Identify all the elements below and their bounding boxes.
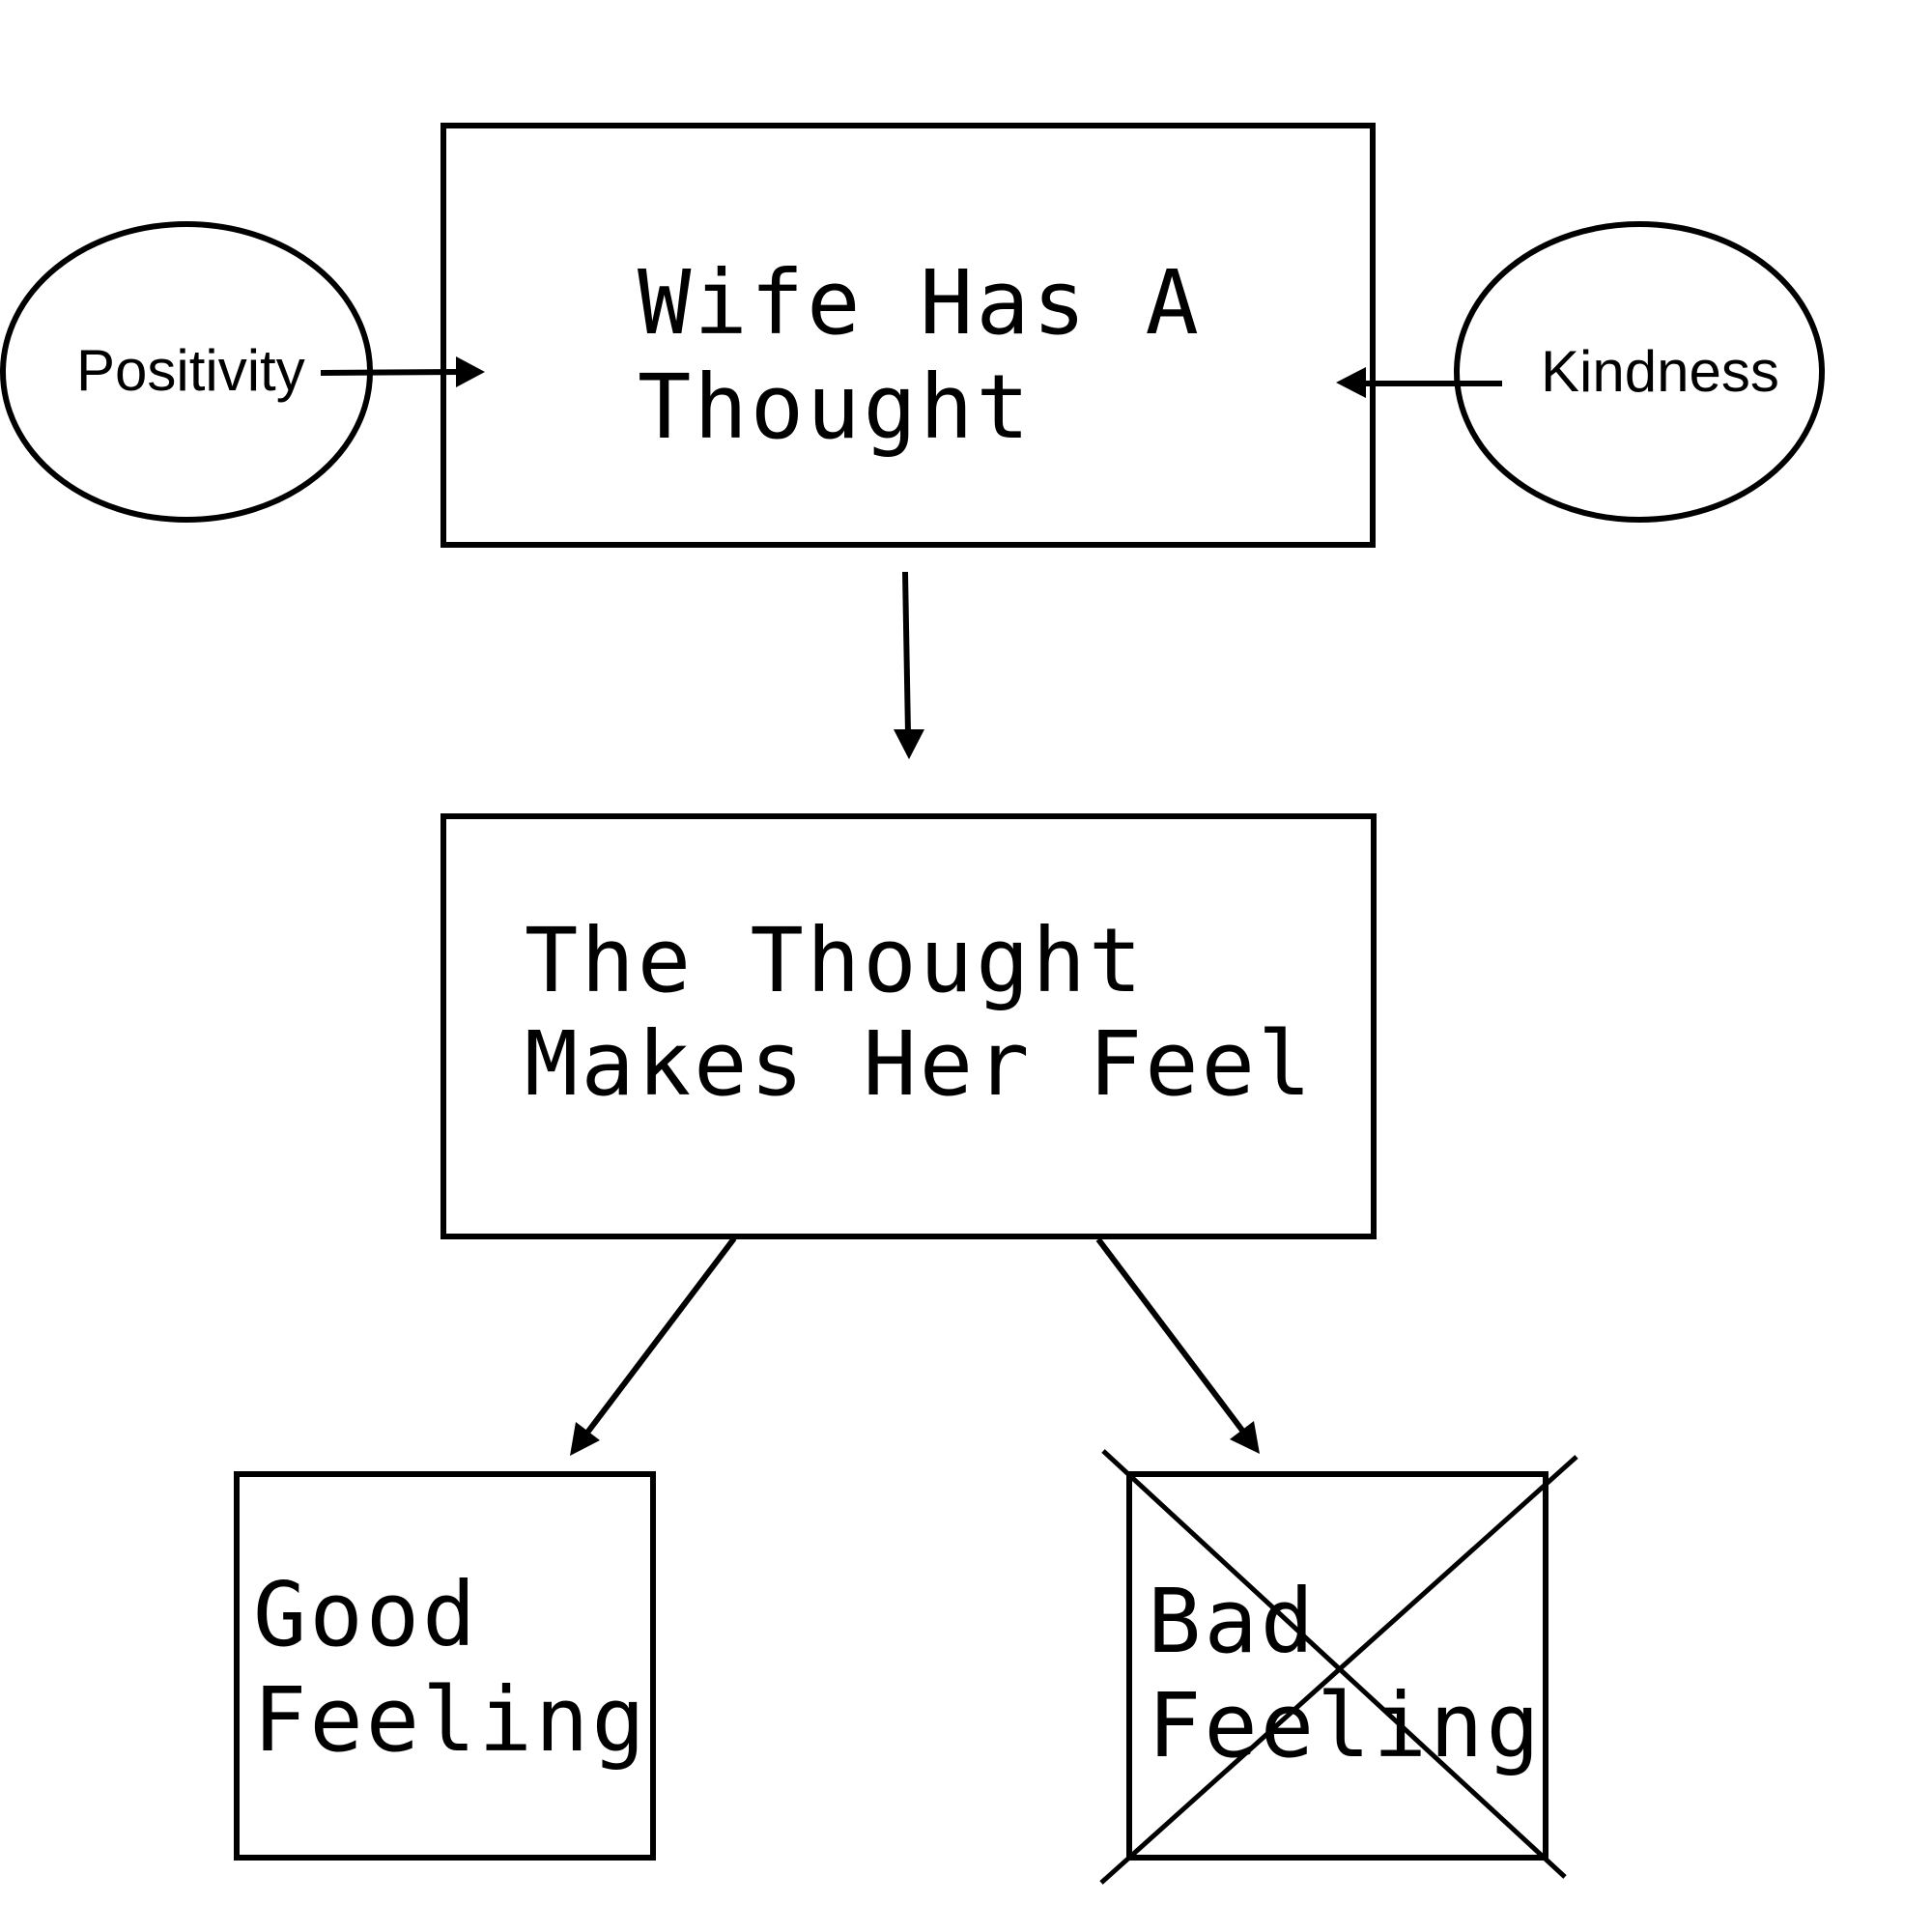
thought-node: Wife Has A Thought [440,123,1376,548]
cross-out-line-2 [1099,1455,1578,1885]
bad-feeling-label-line-2: Feeling [1148,1674,1543,1777]
arrow-shaft [320,369,460,376]
good-feeling-box [234,1471,656,1861]
thought-label-line-1: Wife Has A [638,251,1202,355]
kindness-node: Kindness [1454,221,1825,523]
arrowhead-icon [1230,1421,1260,1454]
thought-box [440,123,1376,548]
good-feeling-label-line-2: Feeling [253,1668,648,1772]
good-feeling-label-line-1: Good [253,1563,479,1666]
arrowhead-icon [570,1422,600,1456]
positivity-label: Positivity [76,338,305,403]
arrow-thought-to-feel [894,571,924,759]
arrowhead-icon [456,356,485,387]
arrow-shaft [902,571,911,735]
positivity-node: Positivity [0,221,373,523]
feel-label-line-1: The Thought [525,909,1145,1012]
feel-node: The Thought Makes Her Feel [440,813,1377,1239]
feel-label-line-2: Makes Her Feel [525,1012,1314,1116]
arrow-feel-to-good [570,1236,737,1456]
bad-feeling-box [1126,1471,1548,1861]
arrow-shaft [584,1236,737,1435]
kindness-label: Kindness [1541,339,1779,404]
arrow-shaft [1095,1237,1246,1434]
arrow-positivity-to-thought [320,356,485,387]
thought-label-line-2: Thought [638,355,1033,459]
arrow-feel-to-bad [1095,1237,1260,1454]
arrowhead-icon [1336,367,1366,398]
arrowhead-icon [894,729,924,759]
good-feeling-node: Good Feeling [234,1471,656,1861]
bad-feeling-node: Bad Feeling [1099,1449,1578,1885]
feel-box [440,813,1377,1239]
kindness-ellipse [1454,221,1825,523]
cross-out-line-1 [1101,1449,1567,1879]
arrow-kindness-to-thought [1336,367,1502,398]
